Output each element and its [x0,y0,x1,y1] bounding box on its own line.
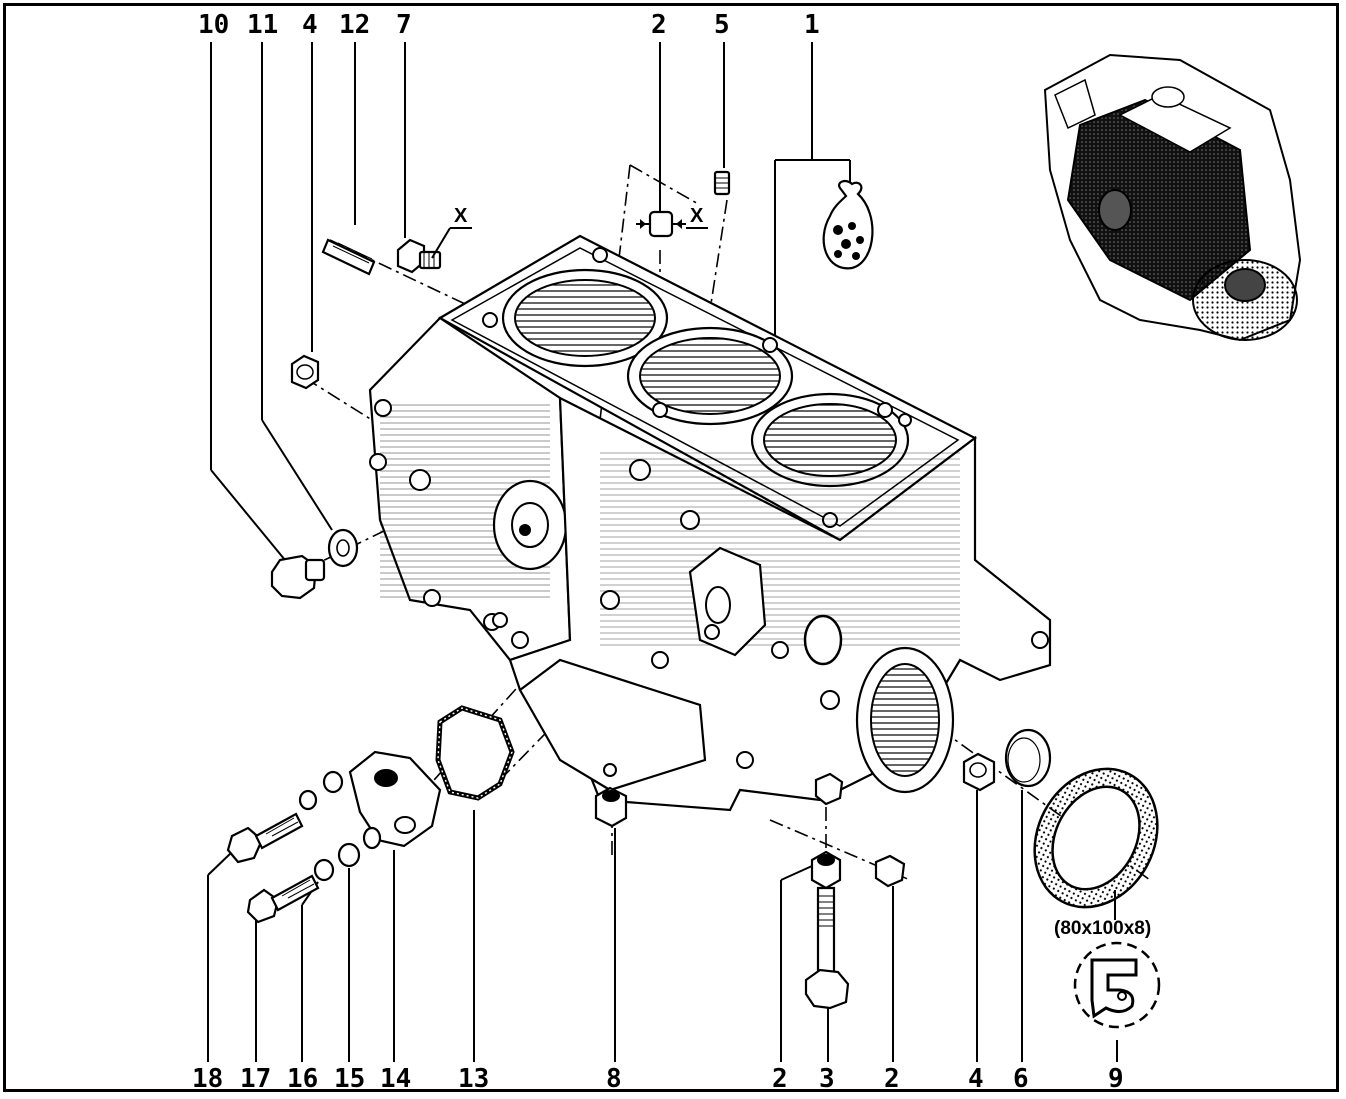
callout-2-top: 2 [651,10,667,40]
callout-17: 17 [240,1064,271,1094]
callout-11: 11 [247,10,278,40]
drain-plug-10 [270,554,326,600]
bolt-18 [226,812,304,864]
callout-13: 13 [458,1064,489,1094]
x-mark-2: X [690,205,704,227]
callout-4-top: 4 [302,10,318,40]
callout-8: 8 [606,1064,622,1094]
callout-15: 15 [334,1064,365,1094]
callout-6: 6 [1013,1064,1029,1094]
washer-upper-2 [298,789,318,811]
callout-14: 14 [380,1064,411,1094]
callout-7: 7 [396,10,412,40]
callout-12: 12 [339,10,370,40]
callout-18: 18 [192,1064,223,1094]
callout-2-bottom-b: 2 [884,1064,900,1094]
washer-upper-1 [322,770,344,794]
callout-9: 9 [1108,1064,1124,1094]
washer-11 [327,528,359,568]
screw-5 [713,170,731,196]
washer-15b [362,826,382,850]
dowel-8 [594,786,628,828]
dowel-2-bottom-b [874,854,906,888]
dowel-2-top [636,210,686,238]
seal-profile-detail [1073,941,1161,1029]
stud-12 [321,238,376,276]
callout-1: 1 [804,10,820,40]
washer-16 [313,858,335,882]
bolt-17 [246,874,320,924]
callouts-top: 10 11 4 12 7 2 5 1 [198,10,820,40]
pump-body-14 [348,750,442,848]
plug-4-bottom [962,752,996,792]
core-plug-6 [1004,728,1052,788]
leader-lines-top [210,42,851,561]
callouts-bottom: 18 17 16 15 14 13 8 2 3 2 4 6 9 [192,1064,1124,1094]
kit-bag-icon [822,179,874,270]
callout-5: 5 [714,10,730,40]
callout-3: 3 [819,1064,835,1094]
plug-7 [396,238,442,274]
seal-dimension: (80x100x8) [1054,918,1151,939]
washer-15 [337,842,361,868]
callout-10: 10 [198,10,229,40]
plug-4-top [290,354,320,390]
callout-4-bottom: 4 [968,1064,984,1094]
dowel-2-bottom-a [810,850,842,890]
x-mark-1: X [454,205,468,227]
callout-2-bottom-a: 2 [772,1064,788,1094]
callout-16: 16 [287,1064,318,1094]
leader-lines-bottom [207,790,1118,1062]
stud-3 [804,886,850,1010]
gasket-13 [435,705,515,801]
dowel-cap-top [814,772,844,806]
engine-thumbnail [1043,53,1302,342]
engine-block [368,234,1052,812]
oil-seal [1033,767,1159,909]
